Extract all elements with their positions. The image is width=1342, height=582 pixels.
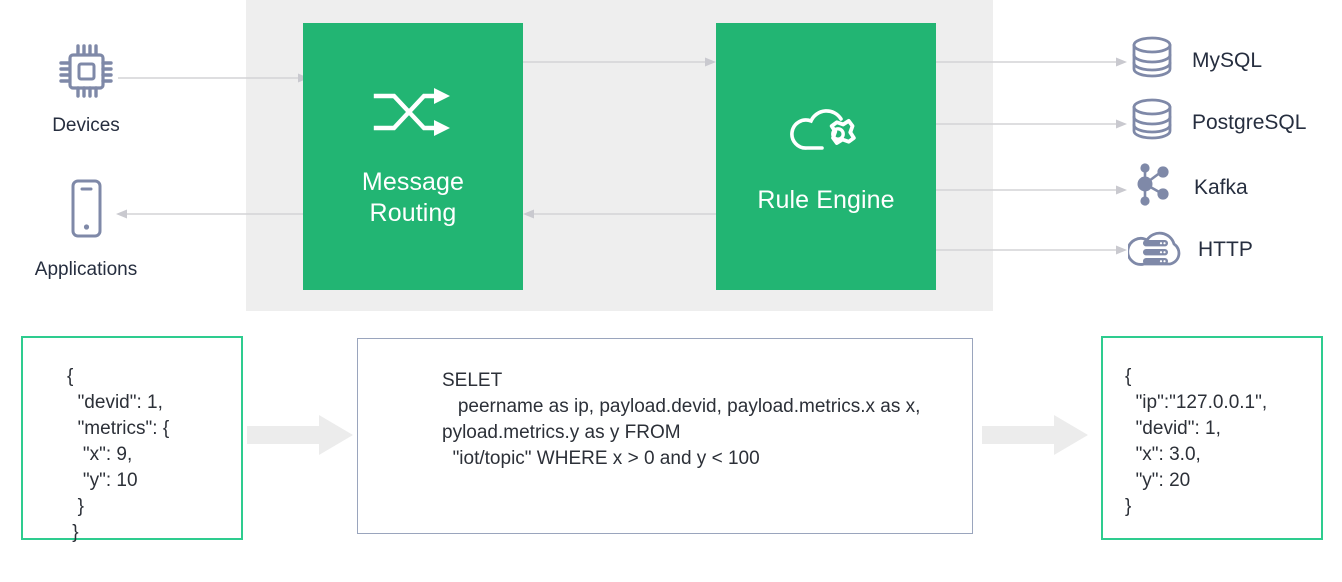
node-network-icon xyxy=(1128,160,1178,215)
source-devices-label: Devices xyxy=(52,115,120,136)
sink-kafka-label: Kafka xyxy=(1194,175,1248,199)
smartphone-icon xyxy=(64,178,108,249)
database-cylinder-icon xyxy=(1128,96,1176,149)
flow-arrow-input-to-sql xyxy=(247,415,353,455)
process-message-routing[interactable]: Message Routing xyxy=(303,23,523,290)
sink-postgresql[interactable]: PostgreSQL xyxy=(1128,96,1306,149)
output-payload-code: { "ip":"127.0.0.1", "devid": 1, "x": 3.0… xyxy=(1125,366,1268,517)
process-rule-engine[interactable]: Rule Engine xyxy=(716,23,936,290)
cloud-gear-icon xyxy=(789,98,863,163)
cpu-chip-icon xyxy=(57,42,115,105)
sink-http[interactable]: HTTP xyxy=(1126,222,1253,277)
output-payload-panel: { "ip":"127.0.0.1", "devid": 1, "x": 3.0… xyxy=(1101,336,1323,540)
flow-arrow-sql-to-output xyxy=(982,415,1088,455)
source-applications-label: Applications xyxy=(34,259,138,280)
input-payload-code: { "devid": 1, "metrics": { "x": 9, "y": … xyxy=(67,366,170,543)
sink-mysql-label: MySQL xyxy=(1192,48,1263,72)
input-payload-panel: { "devid": 1, "metrics": { "x": 9, "y": … xyxy=(21,336,243,543)
shuffle-arrows-icon xyxy=(372,84,454,145)
rule-sql-code: SELET peername as ip, payload.devid, pay… xyxy=(442,370,921,469)
sink-postgresql-label: PostgreSQL xyxy=(1192,110,1307,134)
source-applications[interactable]: Applications xyxy=(0,178,172,281)
process-message-routing-label: Message Routing xyxy=(361,168,465,227)
database-cylinder-icon xyxy=(1128,34,1176,87)
source-devices[interactable]: Devices xyxy=(0,42,172,137)
cloud-server-icon xyxy=(1126,222,1182,277)
sink-mysql[interactable]: MySQL xyxy=(1128,34,1262,87)
sink-http-label: HTTP xyxy=(1198,237,1253,261)
sink-kafka[interactable]: Kafka xyxy=(1128,160,1248,215)
process-rule-engine-label: Rule Engine xyxy=(757,185,895,214)
rule-sql-panel: SELET peername as ip, payload.devid, pay… xyxy=(357,338,973,534)
